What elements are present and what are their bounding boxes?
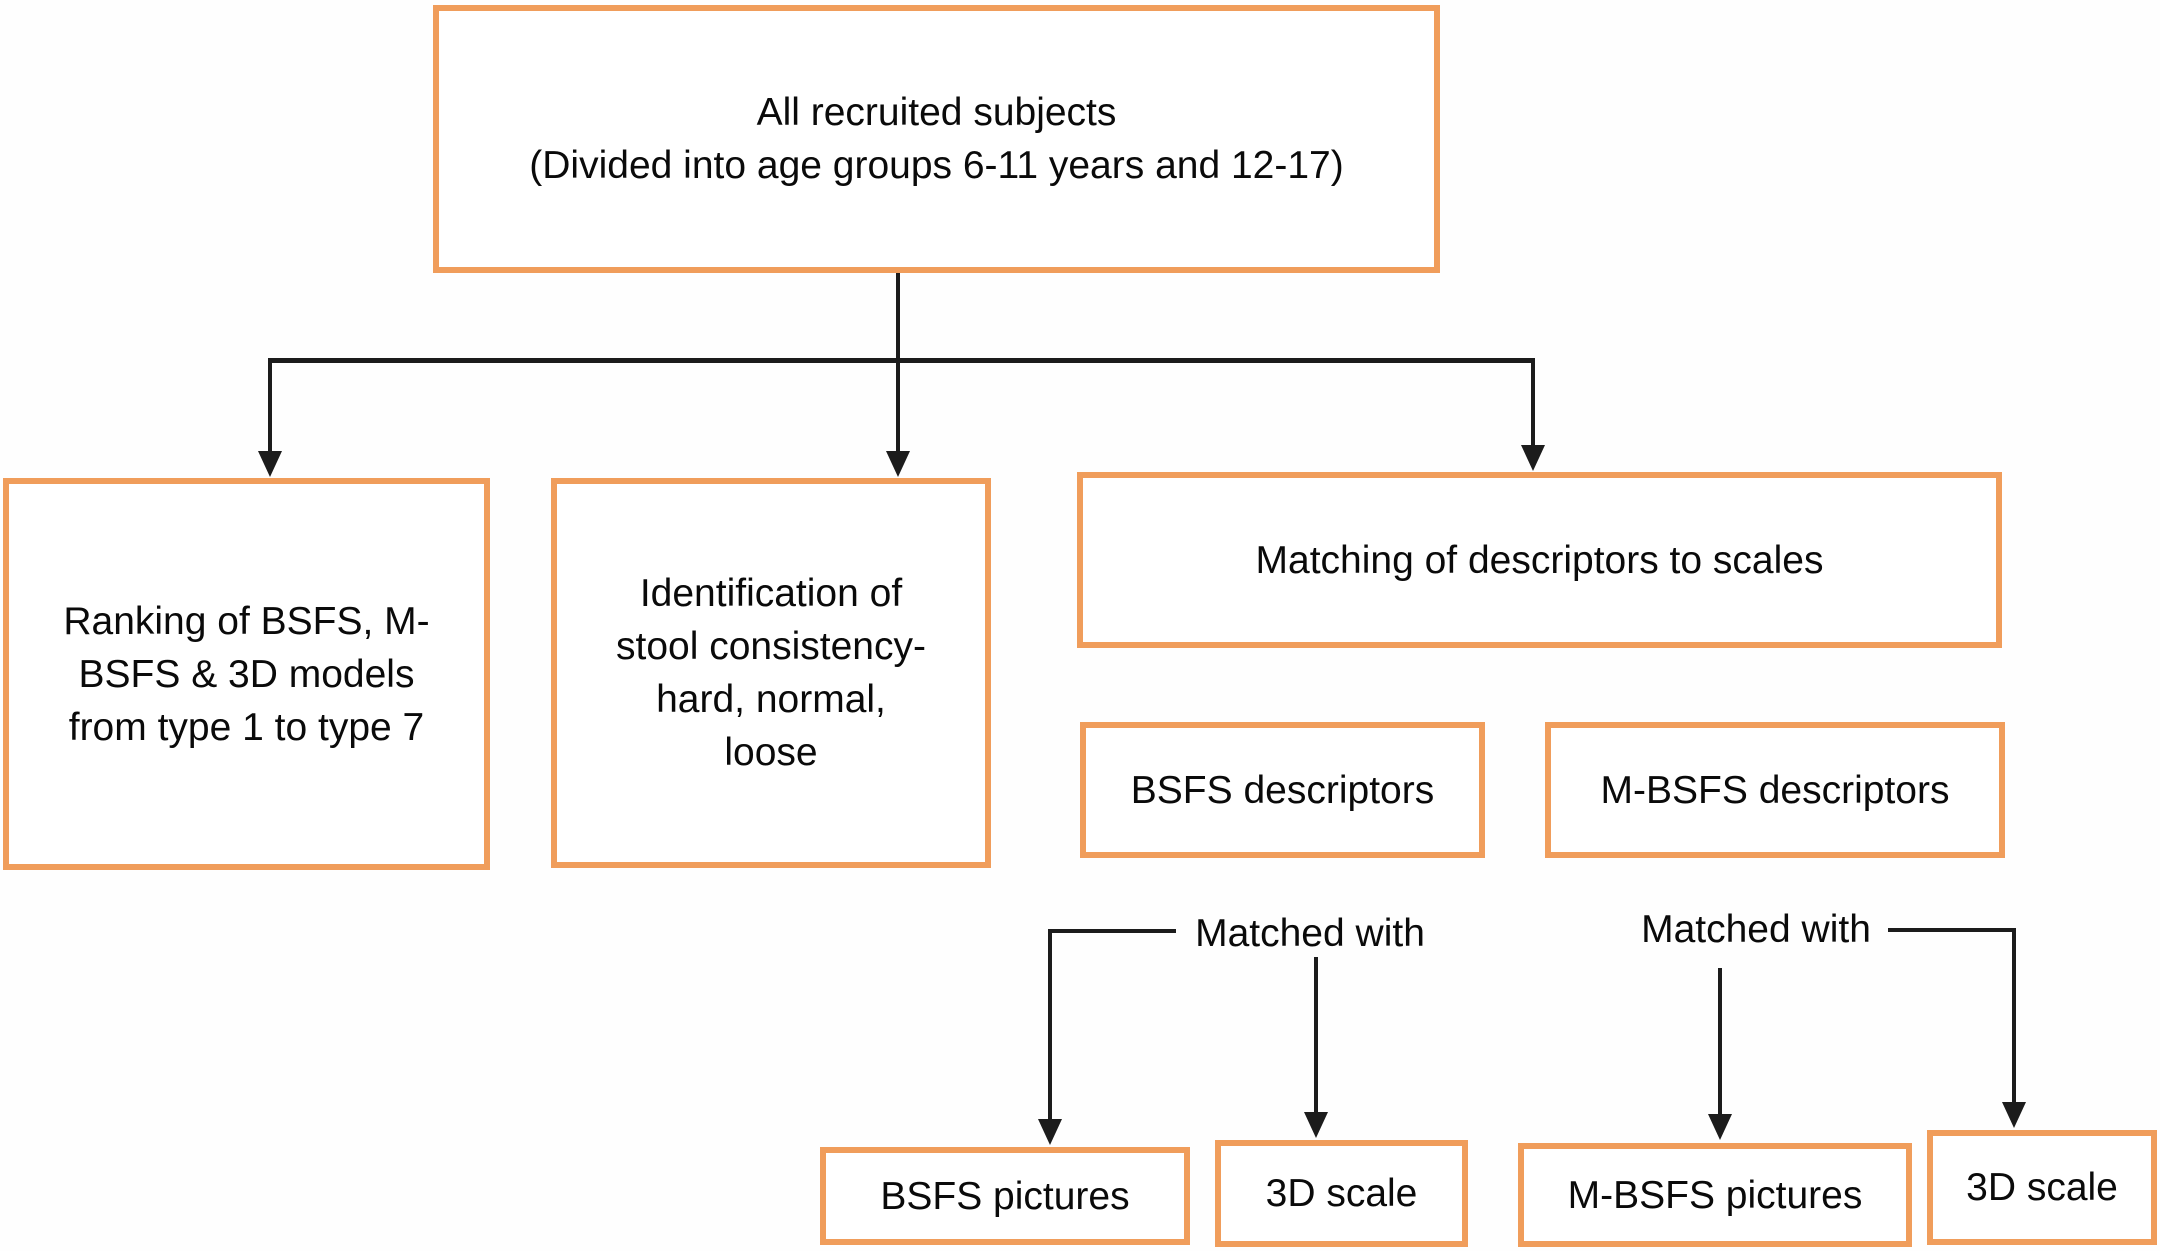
node-mbsfs-descriptors: M-BSFS descriptors xyxy=(1545,722,2005,858)
arrowhead-branch-right xyxy=(1521,445,1545,471)
connector-branch-left xyxy=(268,358,272,451)
node-ranking-of-scales: Ranking of BSFS, M- BSFS & 3D models fro… xyxy=(3,478,490,870)
connector-branch-middle xyxy=(896,358,900,451)
node-all-recruited-subjects: All recruited subjects (Divided into age… xyxy=(433,5,1440,273)
arrowhead-bsfs-pictures xyxy=(1038,1119,1062,1145)
connector-branch-bar xyxy=(268,358,1535,363)
connector-matched-right-down xyxy=(1718,968,1722,1114)
connector-root-stem xyxy=(896,273,900,362)
node-bsfs-pictures: BSFS pictures xyxy=(820,1147,1190,1245)
node-matching-descriptors: Matching of descriptors to scales xyxy=(1077,472,2002,648)
connector-matched-left-down xyxy=(1314,957,1318,1112)
arrowhead-3d-scale-left xyxy=(1304,1112,1328,1138)
arrowhead-3d-scale-right xyxy=(2002,1102,2026,1128)
node-3d-scale-right: 3D scale xyxy=(1927,1130,2157,1245)
arrowhead-mbsfs-pictures xyxy=(1708,1114,1732,1140)
node-bsfs-descriptors: BSFS descriptors xyxy=(1080,722,1485,858)
node-identification-stool-consistency: Identification of stool consistency- har… xyxy=(551,478,991,868)
arrowhead-branch-left xyxy=(258,451,282,477)
connector-matched-right-elbow-h xyxy=(1888,928,2016,932)
matched-with-label-left: Matched with xyxy=(1195,912,1425,955)
connector-branch-right xyxy=(1531,358,1535,445)
arrowhead-branch-middle xyxy=(886,451,910,477)
connector-matched-left-elbow-h xyxy=(1048,929,1176,933)
node-mbsfs-pictures: M-BSFS pictures xyxy=(1518,1143,1912,1247)
matched-with-label-right: Matched with xyxy=(1641,908,1871,951)
node-3d-scale-left: 3D scale xyxy=(1215,1140,1468,1247)
connector-matched-right-elbow-v xyxy=(2012,928,2016,1102)
connector-matched-left-elbow-v xyxy=(1048,929,1052,1119)
